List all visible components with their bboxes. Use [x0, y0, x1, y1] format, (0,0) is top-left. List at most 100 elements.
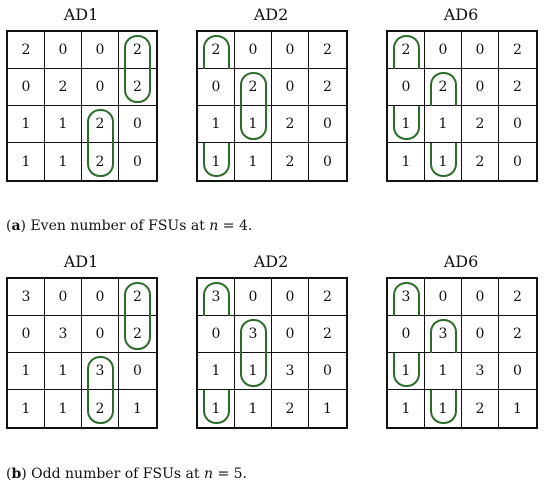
- grid-cell: 2: [82, 106, 119, 143]
- grid-title: AD6: [443, 5, 479, 24]
- grouping-loop: [393, 106, 420, 140]
- grid-cell: 2: [119, 69, 156, 106]
- grid-cell: 0: [323, 153, 332, 170]
- caption-equation: = 4.: [218, 218, 253, 234]
- grouping-loop: [203, 390, 230, 424]
- grid-cell: 0: [272, 316, 309, 353]
- grid-cell: 0: [499, 106, 536, 143]
- grid-cell: 1: [388, 353, 425, 390]
- grid-cell: 2: [499, 279, 536, 316]
- grid-cell: 1: [45, 390, 82, 427]
- caption-text: Odd number of FSUs at: [26, 466, 204, 482]
- grid-cell: 1: [388, 106, 425, 143]
- grid-cell: 1: [8, 390, 45, 427]
- grid-cell: 2: [499, 32, 536, 69]
- grouping-loop: [240, 319, 267, 387]
- grid-cell: 2: [309, 279, 346, 316]
- grid-cell: 2: [82, 143, 119, 180]
- caption-equation: = 5.: [213, 466, 247, 482]
- grouping-loop: [203, 282, 230, 316]
- grid-cell: 0: [82, 316, 119, 353]
- grid-cell: 2: [272, 106, 309, 143]
- grid-cell: 2: [119, 32, 156, 69]
- grid-cell: 1: [198, 106, 235, 143]
- grid-cell: 0: [462, 316, 499, 353]
- caption-label: a: [11, 218, 21, 234]
- grid-title: AD2: [253, 5, 289, 24]
- grid-cell: 2: [309, 69, 346, 106]
- grid-cell: 1: [45, 353, 82, 390]
- grid-cell: 1: [323, 400, 332, 417]
- grid-cell: 0: [235, 279, 272, 316]
- grid-cell: 0: [8, 69, 45, 106]
- grid-cell: 0: [198, 69, 235, 106]
- grid-cell: 0: [388, 316, 425, 353]
- caption-b: (b) Odd number of FSUs at n = 5.: [6, 466, 247, 482]
- grid-cell: 2: [272, 390, 309, 427]
- grouping-loop: [393, 353, 420, 387]
- grid-cell: 1: [8, 106, 45, 143]
- grid-cell: 0: [82, 279, 119, 316]
- grid-cell: 0: [119, 106, 156, 143]
- grid-cell: 1: [198, 390, 235, 427]
- caption-variable: n: [203, 466, 213, 482]
- grid-cell: 0: [45, 32, 82, 69]
- grid-cell: 1: [198, 353, 235, 390]
- grid-cell: 2: [462, 390, 499, 427]
- grid-cell: 0: [462, 279, 499, 316]
- grid-cell: 2: [272, 143, 309, 180]
- grid-cell: 1: [425, 353, 462, 390]
- grouping-loop: [393, 35, 420, 69]
- grid-cell: 1: [425, 106, 462, 143]
- grid-cell: 2: [309, 32, 346, 69]
- grid-cell: 0: [425, 279, 462, 316]
- grid-cell: 2: [388, 32, 425, 69]
- grid-cell: 0: [82, 69, 119, 106]
- grid-cell: 0: [272, 69, 309, 106]
- grid-title: AD1: [63, 5, 99, 24]
- grid-cell: 1: [8, 143, 45, 180]
- grid-cell: 1: [425, 143, 462, 180]
- grid-cell: 2: [45, 69, 82, 106]
- grid-cell: 1: [45, 106, 82, 143]
- grid-cell: 1: [513, 400, 522, 417]
- grid-cell: 0: [499, 353, 536, 390]
- grid-cell: 2: [309, 316, 346, 353]
- grid-cell: 0: [513, 153, 522, 170]
- caption-text: Even number of FSUs at: [26, 218, 210, 234]
- grid-cell: 2: [499, 69, 536, 106]
- grid-cell: 0: [133, 153, 142, 170]
- grouping-loop: [87, 356, 114, 424]
- grid-cell: 0: [198, 316, 235, 353]
- grid-cell: 2: [462, 106, 499, 143]
- grid-cell: 0: [235, 32, 272, 69]
- grouping-loop: [430, 72, 457, 106]
- grid-cell: 2: [235, 69, 272, 106]
- grid-cell: 1: [235, 390, 272, 427]
- grid-cell: 2: [82, 390, 119, 427]
- grid-cell: 0: [388, 69, 425, 106]
- grid-cell: 3: [198, 279, 235, 316]
- grid-cell: 2: [462, 143, 499, 180]
- grouping-loop: [240, 72, 267, 140]
- caption-label: b: [11, 466, 22, 482]
- grid-cell: 3: [462, 353, 499, 390]
- grouping-loop: [203, 143, 230, 177]
- grid-cell: 1: [235, 353, 272, 390]
- caption-variable: n: [209, 218, 219, 234]
- grid-cell: 0: [309, 353, 346, 390]
- grid-cell: 1: [388, 143, 425, 180]
- grid-cell: 0: [272, 279, 309, 316]
- grouping-loop: [430, 143, 457, 177]
- grid-title: AD2: [253, 252, 289, 271]
- grouping-loop: [124, 282, 151, 350]
- grid-cell: 0: [82, 32, 119, 69]
- grouping-loop: [203, 35, 230, 69]
- grid-cell: 2: [119, 279, 156, 316]
